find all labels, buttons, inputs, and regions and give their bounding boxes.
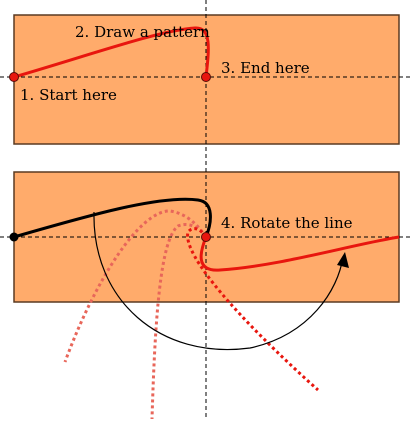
label-rotate-line: 4. Rotate the line [221,214,353,232]
rotated-final-curve [199,235,400,272]
pivot-start-point [9,232,19,242]
label-start-here: 1. Start here [20,86,117,104]
end-point [201,72,211,82]
rotated-copy-3 [186,227,320,392]
label-draw-pattern: 2. Draw a pattern [75,23,210,41]
rotated-copy-1 [63,209,208,363]
pivot-point [201,232,211,242]
rotation-arc [93,211,344,350]
pattern-curve [13,26,210,79]
rotated-copy-2 [150,222,208,420]
label-end-here: 3. End here [221,59,310,77]
arrow-head-icon [337,252,349,268]
start-point [9,72,19,82]
original-curve [13,197,212,239]
